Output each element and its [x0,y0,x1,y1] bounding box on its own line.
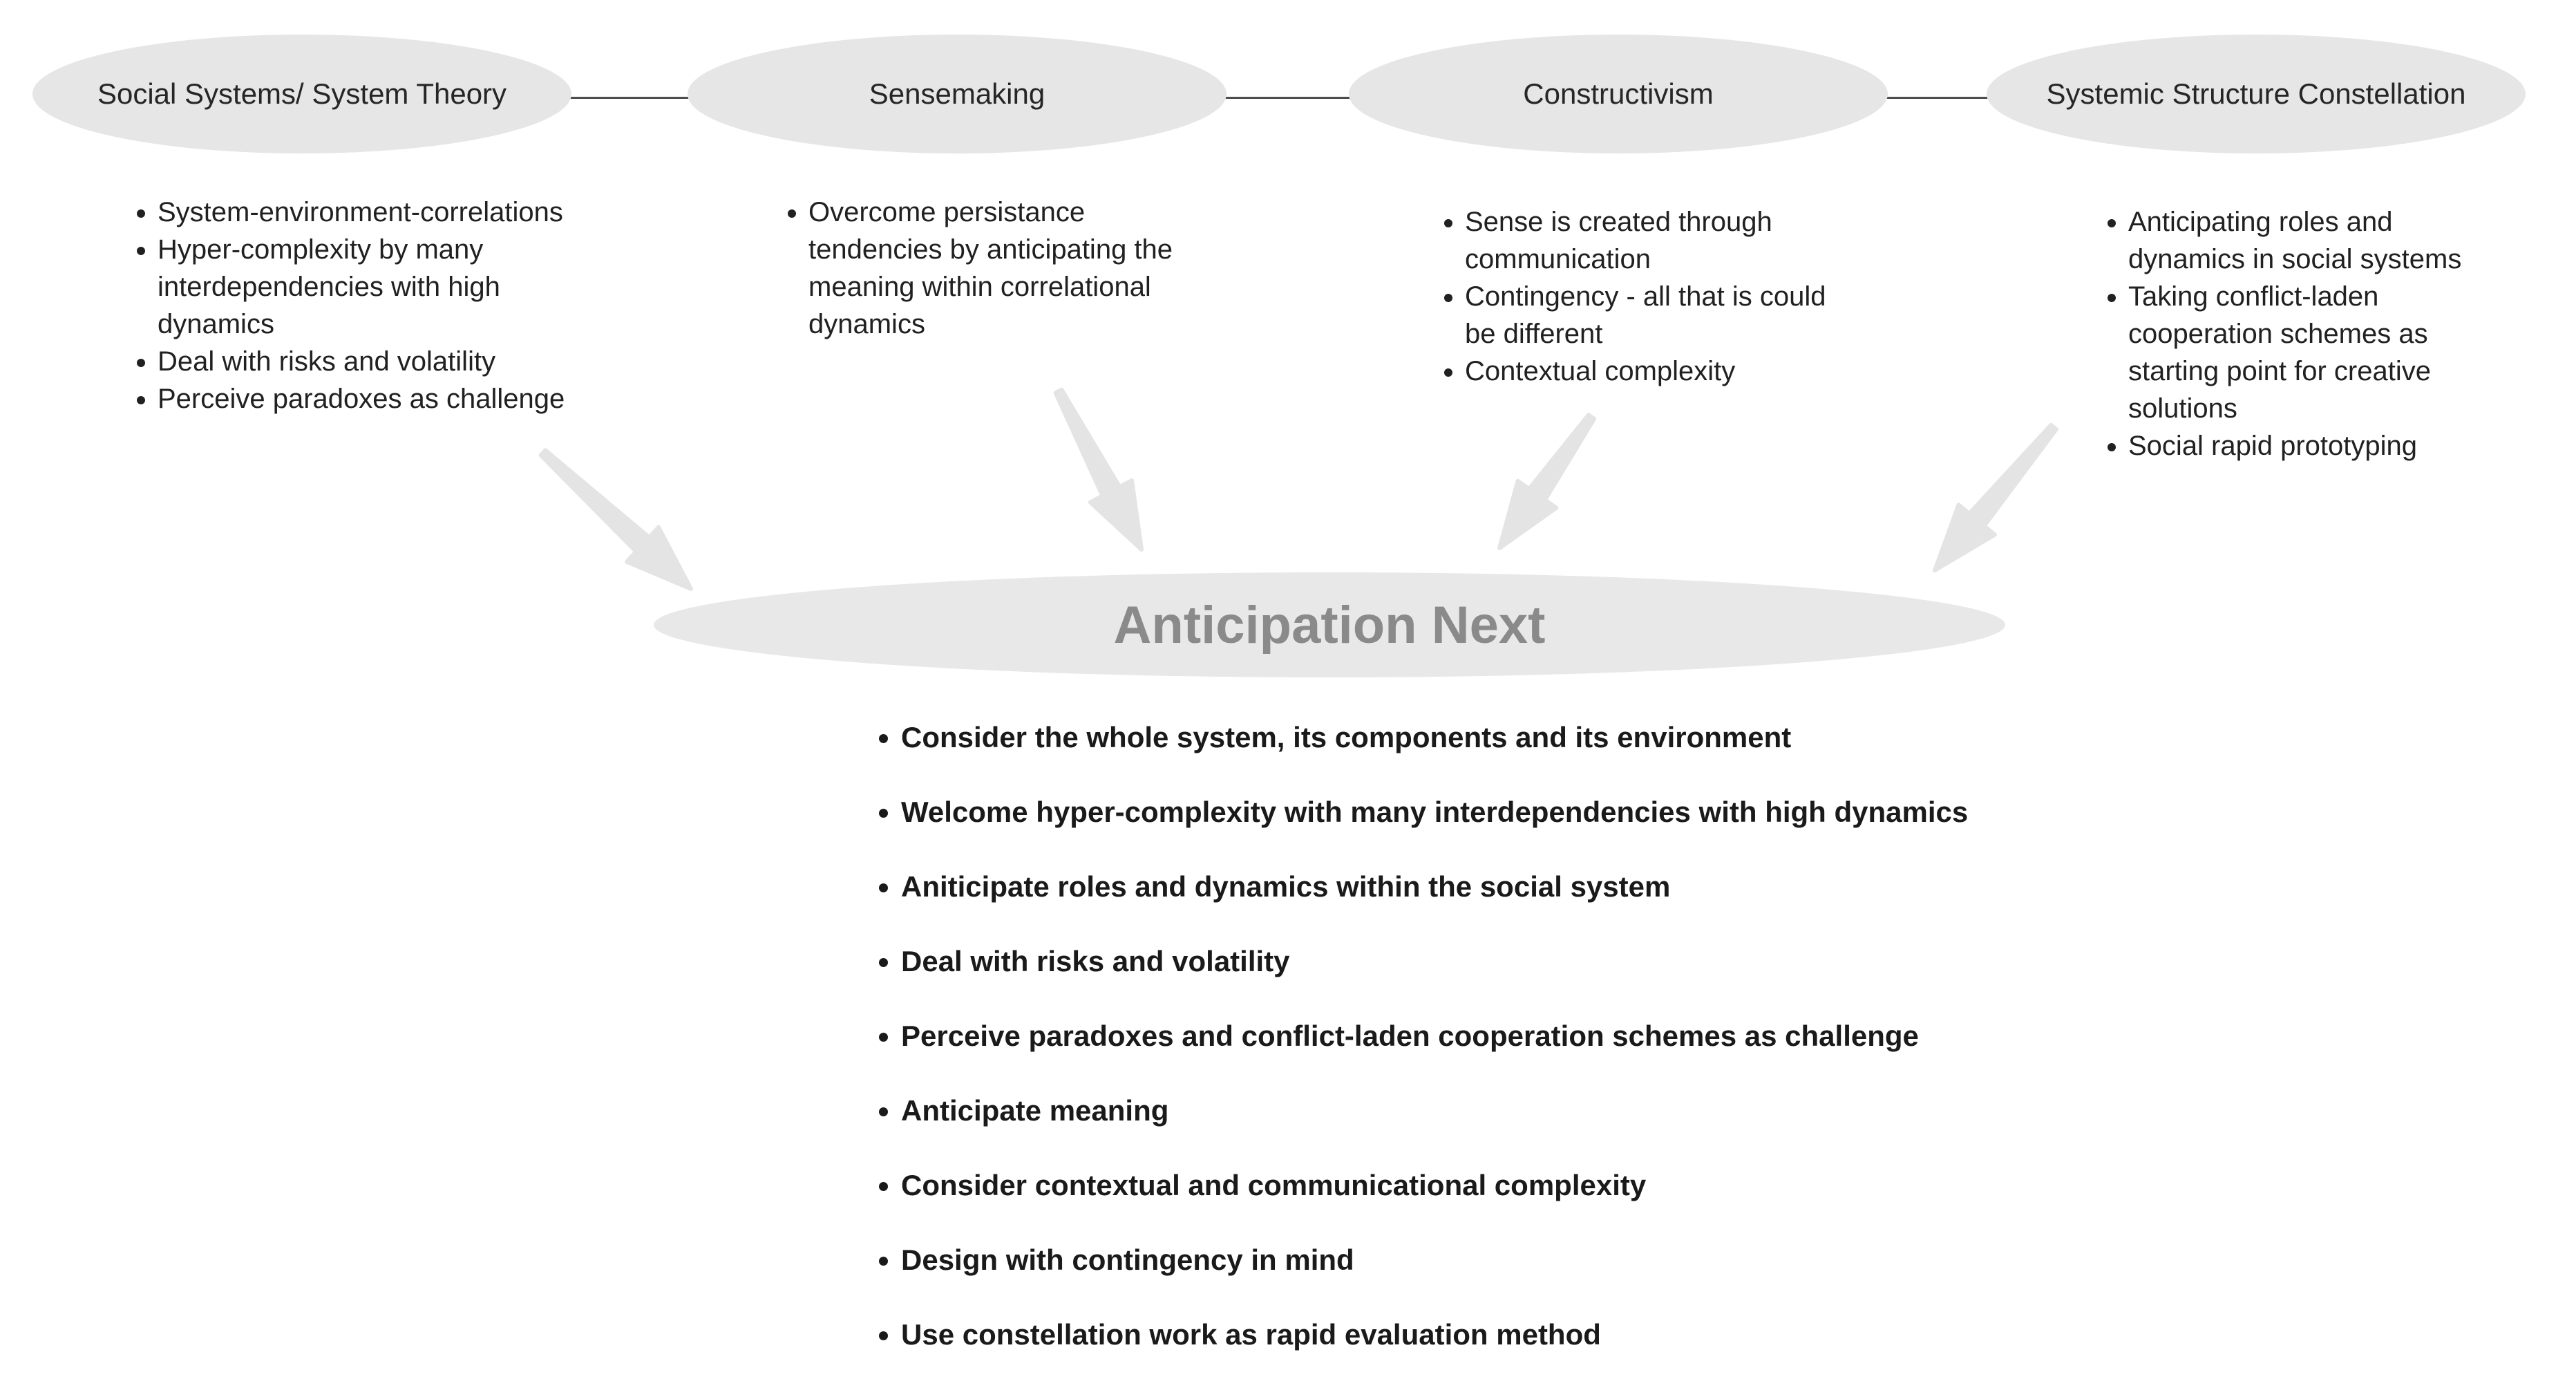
list-item: Welcome hyper-complexity with many inter… [901,794,2490,831]
center-bullet-list: Consider the whole system, its component… [857,719,2490,1388]
connector-line-3 [1881,97,1991,99]
list-item: Use constellation work as rapid evaluati… [901,1316,2490,1353]
list-item: Contingency - all that is could be diffe… [1465,278,1830,353]
list-item: Hyper-complexity by many interdependenci… [158,231,586,343]
arrow-down-left-icon [1933,422,2058,572]
node-label: Constructivism [1523,77,1714,110]
list-item: Aniticipate roles and dynamics within th… [901,868,2490,906]
list-item: Perceive paradoxes as challenge [158,380,586,418]
node-label: Social Systems/ System Theory [97,77,507,110]
list-item: Taking conflict-laden cooperation scheme… [2128,278,2514,427]
connector-line-1 [563,97,694,99]
arrow-down-icon [1053,387,1144,552]
node-bullet-list-social-systems: System-environment-correlationsHyper-com… [117,194,586,418]
connector-line-2 [1222,97,1354,99]
node-bullet-list-systemic-structure: Anticipating roles and dynamics in socia… [2088,203,2514,465]
node-label: Sensemaking [869,77,1045,110]
center-ellipse-anticipation-next: Anticipation Next [654,572,2005,677]
node-ellipse-sensemaking: Sensemaking [688,35,1227,153]
arrow-down-right-icon [538,448,693,591]
list-item: Anticipating roles and dynamics in socia… [2128,203,2514,278]
node-ellipse-constructivism: Constructivism [1349,35,1888,153]
node-ellipse-social-systems: Social Systems/ System Theory [32,35,571,153]
node-bullet-list-constructivism: Sense is created through communicationCo… [1425,203,1830,390]
list-item: Overcome persistance tendencies by antic… [808,194,1187,343]
center-title: Anticipation Next [1113,595,1546,655]
arrow-down-left-icon [1497,413,1597,550]
list-item: System-environment-correlations [158,194,586,231]
node-ellipse-systemic-structure-constellation: Systemic Structure Constellation [1987,35,2526,153]
list-item: Design with contingency in mind [901,1241,2490,1279]
node-label: Systemic Structure Constellation [2046,77,2466,110]
list-item: Perceive paradoxes and conflict-laden co… [901,1017,2490,1055]
list-item: Sense is created through communication [1465,203,1830,278]
list-item: Deal with risks and volatility [158,343,586,380]
list-item: Deal with risks and volatility [901,943,2490,980]
list-item: Anticipate meaning [901,1092,2490,1129]
list-item: Consider the whole system, its component… [901,719,2490,756]
node-bullet-list-sensemaking: Overcome persistance tendencies by antic… [768,194,1187,343]
list-item: Consider contextual and communicational … [901,1167,2490,1204]
list-item: Contextual complexity [1465,353,1830,390]
list-item: Social rapid prototyping [2128,427,2514,465]
